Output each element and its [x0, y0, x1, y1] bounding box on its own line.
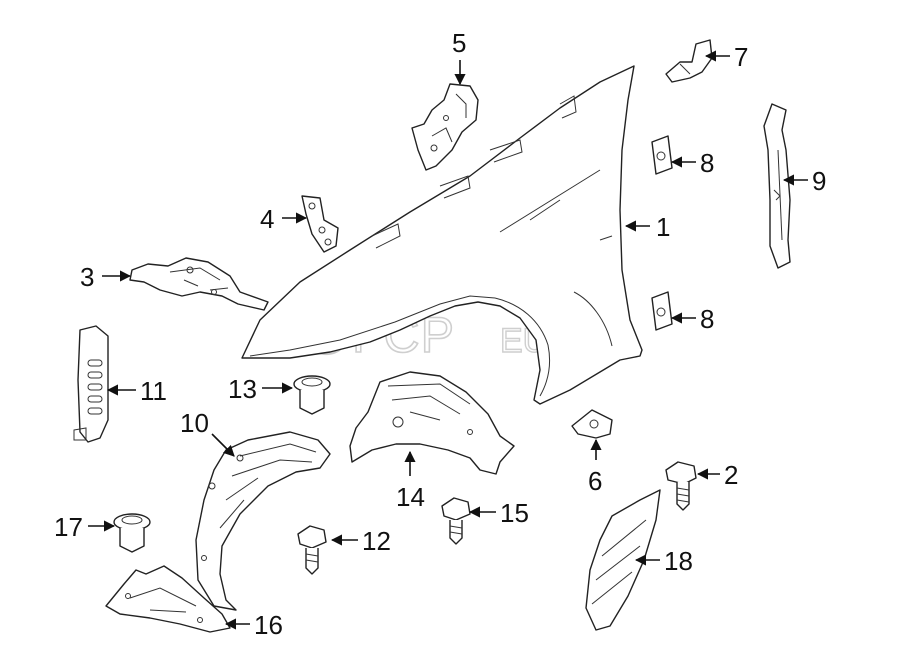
callout-1: 1 [656, 212, 670, 242]
callout-6: 6 [588, 466, 602, 496]
callout-15: 15 [500, 498, 529, 528]
part-1-fender[interactable] [241, 65, 643, 405]
leader-arrows [88, 50, 808, 630]
callout-13: 13 [228, 374, 257, 404]
callout-8-lower: 8 [700, 304, 714, 334]
part-5-bracket[interactable] [411, 83, 479, 171]
callout-labels: 1 2 3 4 5 6 7 8 8 9 10 11 12 13 14 15 16… [54, 28, 826, 640]
part-13-plug[interactable] [293, 375, 331, 415]
part-17-plug[interactable] [113, 513, 151, 553]
part-18-panel[interactable] [585, 489, 661, 631]
part-12-screw[interactable] [297, 525, 327, 575]
callout-18: 18 [664, 546, 693, 576]
callout-5: 5 [452, 28, 466, 58]
callout-16: 16 [254, 610, 283, 640]
callout-9: 9 [812, 166, 826, 196]
callout-2: 2 [724, 460, 738, 490]
callout-11: 11 [140, 376, 167, 406]
part-2-bolt[interactable] [665, 461, 697, 511]
callout-7: 7 [734, 42, 748, 72]
part-16-shield[interactable] [105, 565, 231, 633]
part-6-clip[interactable] [571, 409, 613, 439]
callout-4: 4 [260, 204, 274, 234]
callout-10: 10 [180, 408, 209, 438]
part-14-liner[interactable] [349, 371, 515, 475]
part-8-clip-lower[interactable] [651, 291, 673, 331]
callout-14: 14 [396, 482, 425, 512]
part-8-clip-upper[interactable] [651, 135, 673, 175]
part-9-seal[interactable] [763, 103, 791, 269]
callout-12: 12 [362, 526, 391, 556]
part-3-bracket[interactable] [129, 257, 269, 311]
part-11-vent[interactable] [73, 325, 109, 443]
callout-17: 17 [54, 512, 83, 542]
part-15-screw[interactable] [441, 497, 471, 545]
part-4-bracket[interactable] [301, 195, 339, 253]
part-10-liner[interactable] [195, 431, 331, 611]
part-7-bracket[interactable] [665, 39, 713, 83]
callout-8-upper: 8 [700, 148, 714, 178]
callout-3: 3 [80, 262, 94, 292]
